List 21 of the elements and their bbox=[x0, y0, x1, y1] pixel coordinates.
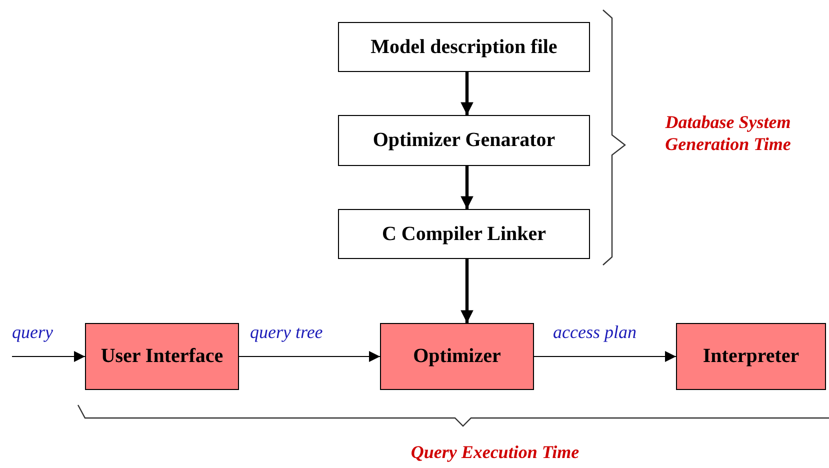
box-label: Model description file bbox=[370, 36, 558, 58]
box-label: Optimizer Genarator bbox=[372, 129, 556, 152]
arrow bbox=[460, 166, 474, 209]
arrow bbox=[460, 259, 474, 323]
process-box bbox=[85, 323, 239, 390]
arrow bbox=[238, 351, 380, 362]
arrow bbox=[460, 72, 474, 115]
process-box bbox=[338, 22, 590, 72]
box-label: User Interface bbox=[100, 345, 224, 368]
process-box bbox=[338, 209, 590, 259]
process-box bbox=[676, 323, 826, 390]
arrow bbox=[12, 351, 86, 362]
box-label: Interpreter bbox=[702, 345, 800, 368]
box-label: C Compiler Linker bbox=[382, 222, 546, 246]
box-label: Optimizer bbox=[413, 345, 501, 368]
process-box bbox=[338, 115, 590, 166]
phase-label: Database System Generation Time bbox=[664, 112, 792, 156]
arrow bbox=[534, 351, 676, 362]
process-box bbox=[380, 323, 534, 390]
edge-label: access plan bbox=[553, 323, 636, 343]
phase-label: Query Execution Time bbox=[410, 442, 580, 464]
